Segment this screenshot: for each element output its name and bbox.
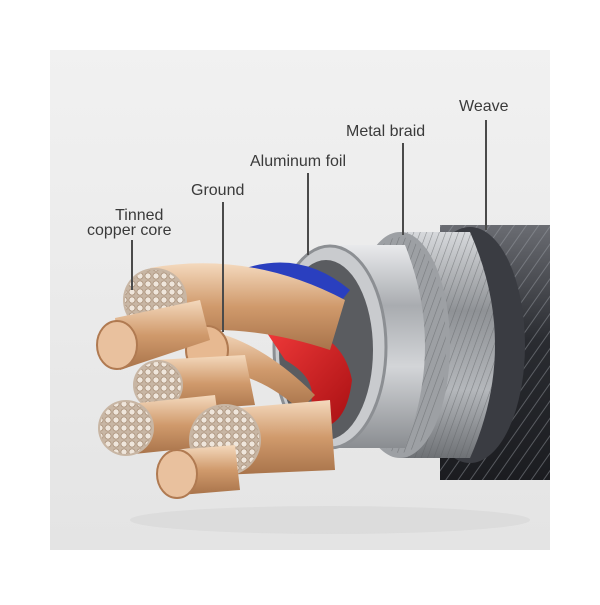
label-aluminum-foil: Aluminum foil (250, 154, 346, 169)
leader-line-ground (222, 202, 224, 332)
label-weave: Weave (459, 99, 509, 114)
leader-line-aluminum-foil (307, 173, 309, 255)
label-metal-braid: Metal braid (346, 124, 425, 139)
label-ground: Ground (191, 183, 244, 198)
leader-line-weave (485, 120, 487, 230)
label-tinned-copper-core: Tinned copper core (87, 208, 172, 238)
leader-line-metal-braid (402, 143, 404, 235)
copper-stub-bottom (157, 445, 240, 498)
leader-line-tinned-copper-core (131, 240, 133, 290)
label-tinned-copper-core-line2: copper core (87, 223, 172, 238)
label-tinned-copper-core-line1: Tinned (87, 208, 172, 223)
cable-shadow (130, 506, 530, 534)
